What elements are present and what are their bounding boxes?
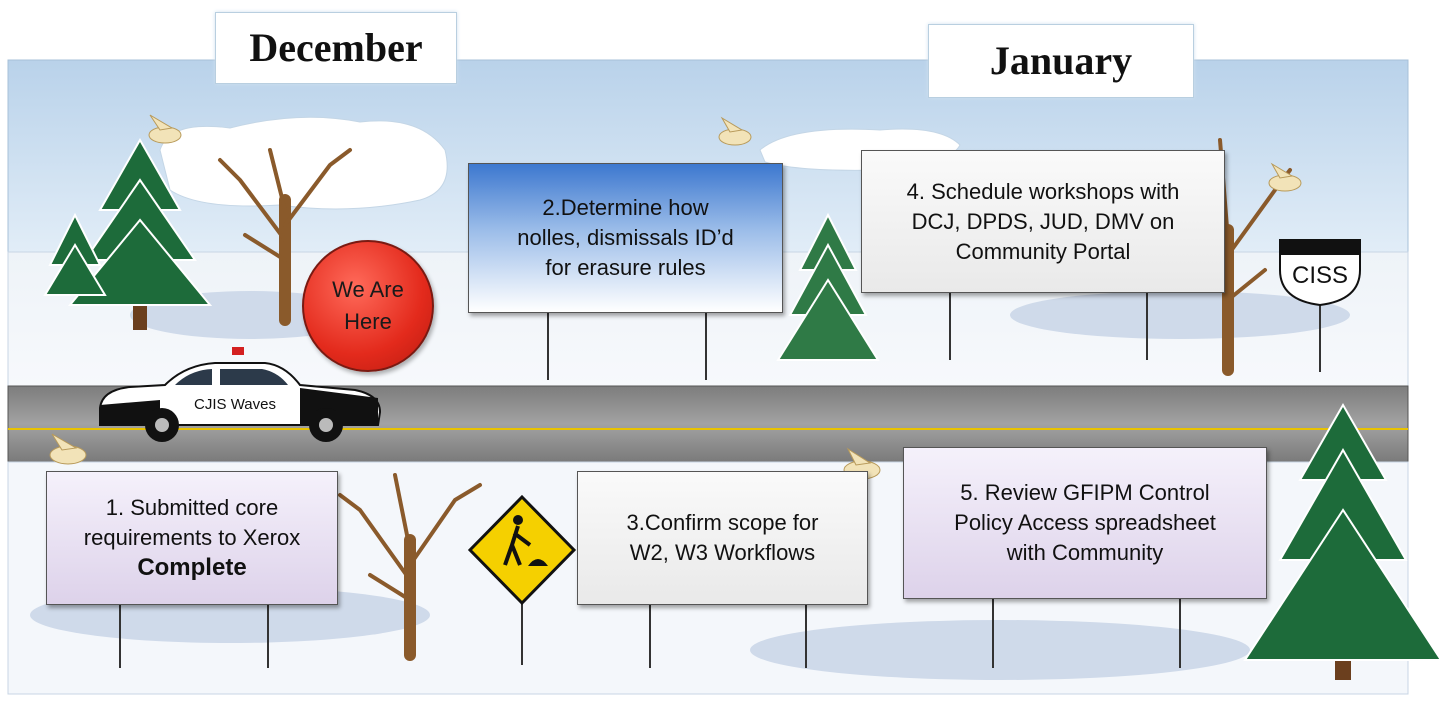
month-label-december: December — [215, 12, 457, 84]
we-are-here-line1: We Are — [332, 277, 404, 302]
bird-icon — [1268, 162, 1302, 192]
step-2-line3: for erasure rules — [545, 255, 706, 280]
step-1-sign: 1. Submitted core requirements to Xerox … — [46, 471, 338, 605]
step-4-sign: 4. Schedule workshops with DCJ, DPDS, JU… — [861, 150, 1225, 293]
step-2-line2: nolles, dismissals ID’d — [517, 225, 734, 250]
snow-mound — [1010, 291, 1350, 339]
evergreen-tree-right — [1243, 402, 1443, 680]
evergreen-tree-center — [776, 212, 880, 361]
ciss-route-shield — [1279, 239, 1361, 372]
month-label-january: January — [928, 24, 1194, 98]
step-5-sign: 5. Review GFIPM Control Policy Access sp… — [903, 447, 1267, 599]
step-2-line1: 2.Determine how — [542, 195, 709, 220]
step-3-sign: 3.Confirm scope for W2, W3 Workflows — [577, 471, 868, 605]
step-2-sign: 2.Determine how nolles, dismissals ID’d … — [468, 163, 783, 313]
step-4-line3: Community Portal — [955, 238, 1131, 264]
bare-tree-lower-center — [338, 473, 482, 661]
step-4-line1: 4. Schedule workshops with — [906, 178, 1180, 204]
bird-icon — [718, 116, 752, 146]
cloud-left — [159, 116, 448, 210]
step-5-line2: Policy Access spreadsheet — [954, 510, 1216, 535]
step-5-line3: with Community — [1006, 540, 1164, 565]
we-are-here-marker: We Are Here — [302, 240, 434, 372]
step-1-line2: requirements to Xerox — [83, 525, 301, 550]
ciss-shield-label: CISS — [1291, 262, 1348, 289]
step-1-status: Complete — [137, 554, 247, 581]
step-5-line1: 5. Review GFIPM Control — [960, 480, 1210, 505]
bird-icon — [49, 433, 87, 465]
we-are-here-line2: Here — [344, 309, 392, 334]
step-1-line1: 1. Submitted core — [105, 495, 279, 520]
step-4-line2: DCJ, DPDS, JUD, DMV on — [911, 208, 1175, 234]
construction-sign-icon — [467, 494, 577, 665]
evergreen-tree-small-left — [43, 212, 107, 296]
bird-icon — [148, 114, 182, 144]
car-label: CJIS Waves — [194, 396, 276, 413]
step-3-line1: 3.Confirm scope for — [626, 510, 819, 535]
snow-mound — [750, 620, 1250, 680]
step-3-line2: W2, W3 Workflows — [629, 540, 816, 565]
police-car-icon — [99, 347, 382, 442]
evergreen-tree-left — [67, 137, 213, 330]
bare-tree-upper-left — [218, 148, 352, 326]
